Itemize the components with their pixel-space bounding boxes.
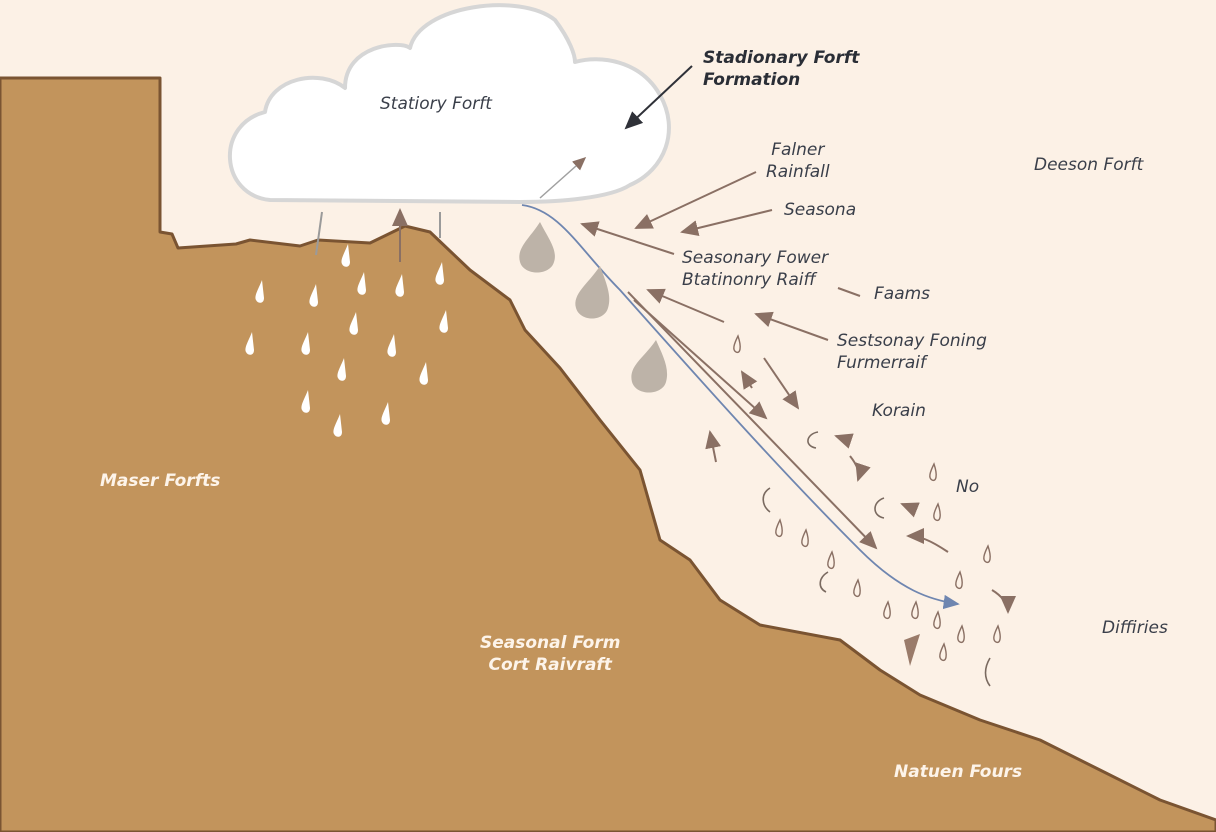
raindrop	[337, 358, 346, 381]
raindrop	[245, 332, 254, 355]
raindrop-white-group	[245, 244, 448, 437]
raindrop-outline-group	[733, 334, 1001, 662]
raindrop	[341, 244, 350, 267]
slope-arrow-b	[627, 291, 878, 550]
cloud-rain-line-a	[315, 211, 323, 256]
seasona-label: Seasona	[784, 200, 857, 220]
deeson-forft-label: Deeson Forft	[1034, 155, 1144, 175]
raindrop	[381, 402, 390, 425]
raindrop	[827, 550, 835, 570]
raindrop	[801, 528, 809, 548]
terrain-mountain	[0, 76, 1216, 832]
flow-line	[521, 204, 960, 610]
raindrop	[933, 502, 941, 522]
raindrop	[853, 578, 861, 598]
raindrop	[939, 642, 947, 662]
small-arrow-4	[834, 433, 854, 449]
small-arrow-6	[900, 502, 920, 518]
diffiries-label: Diffiries	[1102, 618, 1168, 638]
raindrop	[933, 610, 941, 630]
title-arrow	[624, 65, 693, 130]
sestsonay-pointer-arrow	[754, 311, 829, 341]
natuen-fours-label: Natuen Fours	[894, 762, 1023, 782]
raindrop	[309, 284, 318, 307]
raindrop	[983, 544, 991, 564]
seasonary-fower-label: Seasonary Fower Btatinonry Raiff	[682, 248, 829, 290]
raindrop	[883, 600, 891, 620]
seasona-pointer-arrow	[680, 209, 773, 236]
korain-label: Korain	[872, 401, 926, 421]
faams-pointer-line	[837, 287, 861, 297]
small-arrow-5	[849, 455, 871, 482]
falner-pointer-arrow	[634, 171, 757, 229]
raindrop	[733, 334, 741, 354]
swirl-mark-5	[984, 657, 991, 687]
small-arrow-3	[705, 430, 721, 463]
cloud	[228, 3, 671, 204]
falner-rainfall-label: Falner Rainfall	[766, 140, 830, 182]
droplet-large-group	[519, 222, 668, 393]
raindrop	[955, 570, 963, 590]
swirl-mark-1	[807, 431, 819, 449]
small-arrow-8	[991, 589, 1016, 614]
seasonary-pointer-arrow	[580, 221, 675, 255]
sestsonay-foning-label: Sestsonay Foning Furmerraif	[837, 331, 987, 373]
raindrop	[301, 332, 310, 355]
raindrop	[775, 518, 783, 538]
raindrop	[993, 624, 1001, 644]
cloud-exit-arrow	[539, 157, 587, 199]
swirl-mark-3	[762, 487, 771, 513]
raindrop	[419, 362, 428, 385]
raindrop	[911, 600, 919, 620]
swirl-mark-2	[874, 497, 885, 519]
funnel-mark	[904, 634, 920, 666]
master-forfts-label: Maser Forfts	[100, 471, 221, 491]
swirl-mark-4	[819, 571, 829, 593]
no-label: No	[956, 477, 980, 497]
raindrop	[333, 414, 342, 437]
diagram-title: Stadionary Forft Formation	[703, 48, 860, 90]
cloud-label: Statiory Forft	[380, 94, 492, 114]
raindrop	[301, 390, 310, 413]
raindrop	[439, 310, 448, 333]
seasonal-form-label: Seasonal Form Cort Raivraft	[480, 633, 621, 675]
raindrop	[255, 280, 264, 303]
raindrop	[929, 462, 937, 482]
small-arrow-7	[906, 528, 949, 553]
raindrop	[435, 262, 444, 285]
btatinonry-pointer-arrow	[646, 288, 725, 323]
droplet-large-1	[519, 222, 555, 273]
raindrop	[395, 274, 404, 297]
raindrop	[357, 272, 366, 295]
droplet-large-3	[631, 340, 668, 393]
raindrop	[349, 312, 358, 335]
droplet-large-2	[575, 266, 610, 319]
small-arrow-2	[740, 370, 758, 390]
raindrop	[957, 624, 965, 644]
small-arrow-1	[763, 357, 800, 410]
raindrop	[387, 334, 396, 357]
faams-label: Faams	[874, 284, 931, 304]
